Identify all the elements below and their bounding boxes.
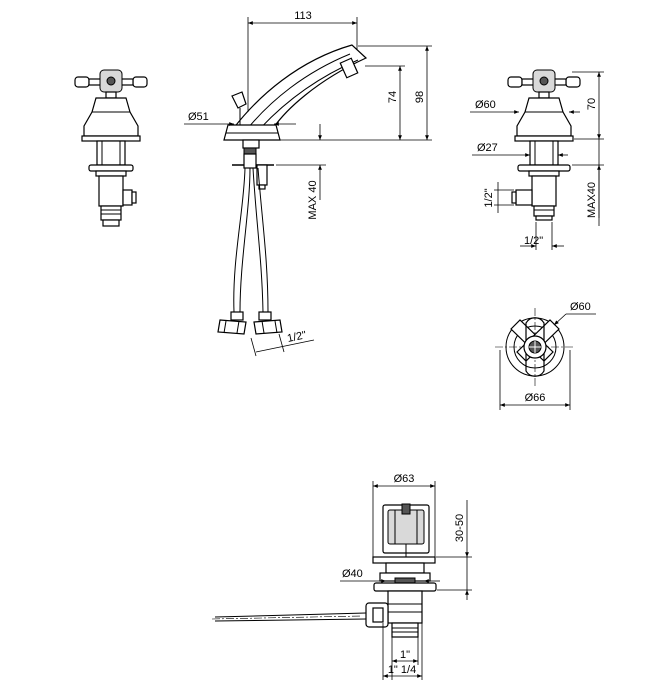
left-valve-elevation [74, 69, 148, 227]
dim-waste-thread-2: 1" 1/4 [388, 664, 416, 676]
dim-valve-bottom-thread: 1/2" [524, 235, 543, 247]
handle-top-view [495, 308, 575, 386]
spout-dimensions: 113 74 98 Ø51 MAX 40 1/2" [184, 10, 432, 357]
dim-handle-span-dia: Ø66 [525, 392, 546, 404]
dim-valve-base-dia: Ø60 [475, 99, 496, 111]
dim-handle-base-dia: Ø60 [570, 301, 591, 313]
dim-spout-base-dia: Ø51 [188, 111, 209, 123]
dim-spout-outlet-height: 74 [387, 91, 399, 103]
dim-valve-side-thread: 1/2" [483, 188, 495, 207]
waste-dimensions: Ø63 30-50 Ø40 1" 1" 1/4 [340, 473, 472, 680]
dim-hose-thread: 1/2" [286, 329, 307, 345]
dim-waste-thread-1: 1" [400, 649, 410, 661]
dim-spout-length: 113 [294, 10, 312, 22]
handle-dimensions: Ø66 Ø60 [499, 301, 596, 410]
dim-valve-height: 70 [586, 98, 598, 110]
dim-waste-height: 30-50 [454, 514, 466, 542]
pop-up-waste [211, 503, 437, 638]
dim-waste-body-dia: Ø40 [342, 568, 363, 580]
dim-waste-top-dia: Ø63 [394, 473, 415, 485]
dim-spout-total-height: 98 [414, 91, 426, 103]
dim-valve-max-deck: MAX40 [586, 182, 598, 218]
dim-spout-max-deck: MAX 40 [307, 180, 319, 219]
right-valve-elevation [507, 69, 581, 221]
dim-valve-shank-dia: Ø27 [477, 142, 498, 154]
spout-elevation [217, 44, 368, 335]
valve-dimensions: 70 MAX40 Ø60 Ø27 1/2" 1/2" [470, 71, 604, 250]
